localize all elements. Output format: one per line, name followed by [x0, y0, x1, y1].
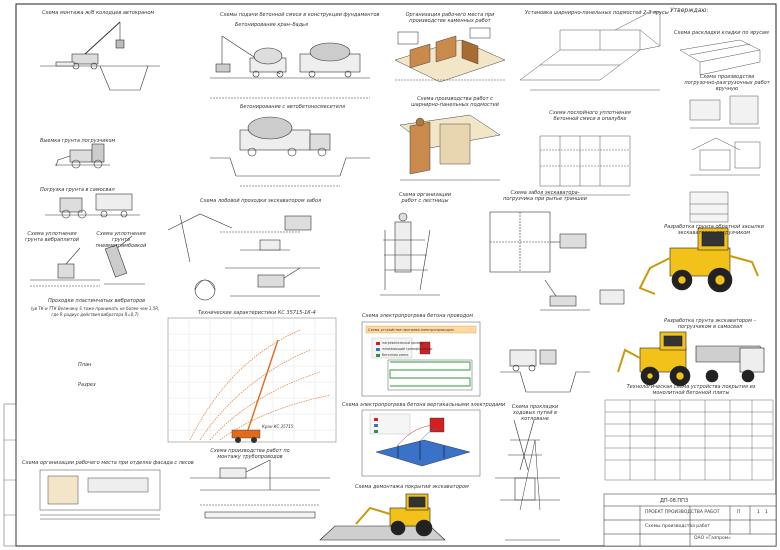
legend-heater-wire: нагревательный провод	[382, 341, 424, 345]
title-sheet: Схемы производства работ	[645, 524, 711, 529]
label-plan: План	[78, 362, 92, 368]
shore-works-diagram	[39, 469, 161, 520]
caption-rammer-compaction: Схема уплотнения грунта пневмотрамбовкой	[95, 231, 147, 249]
caption-ladder-work: Схема организации работ с лестницы	[398, 192, 452, 204]
electro-heating-diagram	[361, 321, 481, 397]
caption-crane-bucket: Бетонирование кран–бадья	[235, 22, 309, 28]
electrode-heating-diagram	[361, 409, 481, 477]
crane-trench-diagram	[40, 21, 160, 91]
ladder-work-diagram	[380, 212, 440, 296]
crane-spec-chart	[167, 317, 337, 443]
soil-dump-diagram	[45, 193, 140, 219]
caption-plate-vibrator: Проходки пластинчатых вибраторов	[48, 298, 146, 304]
caption-soil-load-truck: Разработка грунта экскаватором – погрузч…	[664, 318, 756, 330]
backhoe-loader-large	[638, 227, 759, 295]
caption-vibro-compaction: Схема уплотнения грунта вибраплитой	[24, 231, 80, 243]
tower-crane-diagram	[505, 439, 560, 541]
excavator-small	[540, 279, 625, 311]
backfill-diagram	[689, 191, 729, 223]
covering-dismantle-diagram	[319, 493, 446, 541]
title-project: ПРОЕКТ ПРОИЗВОДСТВА РАБОТ	[645, 510, 720, 515]
legend-transformer: понижающий трансформатор	[382, 347, 433, 351]
caption-hinged-scaffold: Схема производства работ с шарнирно-пане…	[411, 96, 499, 108]
caption-vibration-concrete: Схема послойного уплотнения бетонной сме…	[549, 110, 631, 122]
track-pit-diagram	[500, 349, 590, 393]
title-block	[603, 493, 777, 547]
caption-scaffold-install: Установка шарнирно-панельных подмостей 2…	[525, 10, 669, 16]
brick-layout-diagram	[679, 39, 761, 76]
caption-backfill: Разработка грунта обратной засыпки экска…	[664, 224, 764, 236]
scaffold-install-diagram	[519, 11, 661, 91]
caption-concrete-feed: Схемы подачи бетонной смеси в конструкци…	[220, 12, 380, 18]
masonry-workplace-diagram	[394, 27, 506, 83]
title-doc-code: ДП-08.ПП3	[660, 498, 689, 504]
vibro-compaction-diagram	[30, 247, 100, 287]
pipeline-diagram	[190, 459, 330, 519]
legend-concrete: бетонная смесь	[382, 353, 409, 357]
label-crane-model: Кран КС 35715	[262, 424, 294, 429]
caption-excavator-trench: Схема забоя экскаватора-погрузчика при р…	[503, 190, 587, 202]
sheet-border	[15, 3, 777, 547]
caption-track-installation: Схема прокладки ходовых путей в котлован…	[511, 404, 559, 422]
crane-bucket-diagram	[210, 35, 370, 99]
mixer-truck-diagram	[210, 116, 370, 187]
caption-brick-layout: Схема раскладки кладки по ярусам	[674, 30, 769, 36]
caption-excavator-face: Схема лобовой проходки экскаватором забо…	[200, 198, 322, 204]
loading-manual-diagram	[689, 95, 761, 176]
caption-crane-specs: Технические характеристики КС 35715-1К-4	[198, 310, 316, 316]
excavator-trench-diagram	[489, 211, 587, 273]
title-sheet-num: 1	[757, 510, 760, 515]
hinged-scaffold-diagram	[399, 114, 501, 181]
title-sheets: 1	[765, 510, 768, 515]
caption-plate-vibrator-note: (ув ТК-и ТТК Величину S тоже принимать н…	[30, 306, 160, 317]
caption-shore-works: Схема организации рабочего места при отд…	[22, 460, 194, 466]
caption-electrode-heating: Схема электропрогрева бетона вертикальны…	[342, 402, 506, 408]
soil-load-truck-diagram	[617, 331, 765, 387]
caption-masonry-workplace: Организация рабочего места при производс…	[405, 12, 495, 24]
label-section: Разрез	[78, 382, 96, 388]
soil-excavation-diagram	[55, 143, 110, 169]
left-binding-strip	[3, 403, 17, 547]
caption-mixer-truck: Бетонирование с автобетоносмесителя	[240, 104, 345, 110]
technology-table	[604, 399, 774, 481]
caption-loading-manual: Схема производства погрузочно-разгрузочн…	[684, 74, 770, 92]
caption-electro-heating: Схема электропрогрева бетона проводом	[362, 313, 473, 319]
caption-soil-excavation: Выемка грунта погрузчиком	[40, 138, 116, 144]
excavator-face-diagram	[167, 213, 320, 301]
caption-technology: Технологическая схема устройства покрыти…	[626, 384, 756, 396]
caption-crane-trench: Схема монтажа ж/б колодцев автокраном	[42, 10, 155, 16]
approval-stamp: Утверждаю:	[670, 7, 709, 14]
heating-box-title: Схема устройства прогрева электропроводо…	[368, 328, 454, 332]
caption-soil-dump: Погрузка грунта в самосвал	[40, 187, 115, 193]
title-stage: П	[737, 510, 741, 515]
title-org: ОАО «Газпром»	[694, 536, 731, 541]
track-installation-diagram	[495, 419, 560, 501]
rammer-compaction-diagram	[104, 235, 145, 285]
vibration-concrete-diagram	[539, 135, 631, 196]
caption-pipeline: Схема производства работ по монтажу труб…	[210, 448, 290, 460]
caption-covering-dismantle: Схема демонтажа покрытий экскаватором	[355, 484, 469, 490]
